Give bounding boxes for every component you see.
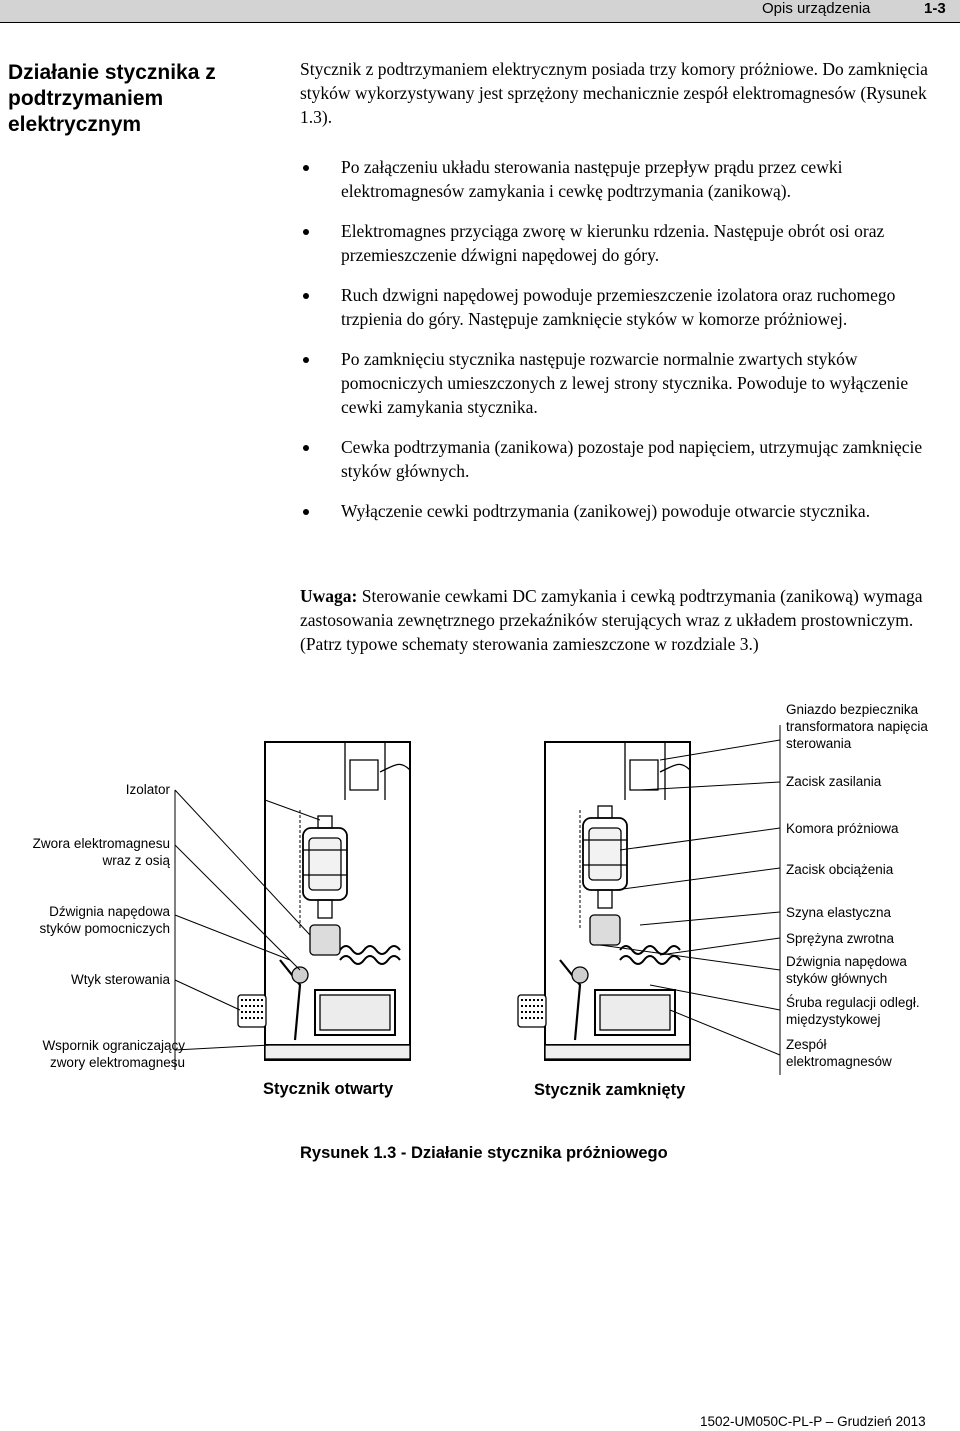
- label-szyna-elastyczna: Szyna elastyczna: [786, 905, 892, 920]
- closed-contactor-drawing: [517, 741, 691, 1061]
- caption-closed: Stycznik zamknięty: [534, 1081, 686, 1099]
- header-bar: [0, 0, 960, 22]
- bullet-item: Po załączeniu układu sterowania następuj…: [300, 155, 940, 203]
- caption-open: Stycznik otwarty: [263, 1080, 394, 1098]
- bullet-text: Ruch dzwigni napędowej powoduje przemies…: [341, 285, 896, 329]
- left-leader-lines: [174, 789, 311, 1070]
- bullet-dot-icon: [303, 509, 309, 515]
- bullet-item: Po zamknięciu stycznika następuje rozwar…: [300, 347, 940, 419]
- bullet-dot-icon: [303, 357, 309, 363]
- bullet-text: Po zamknięciu stycznika następuje rozwar…: [341, 349, 909, 417]
- header-title: Opis urządzenia: [762, 0, 871, 17]
- label-sruba-regulacji: Śruba regulacji odległ. międzystykowej: [786, 995, 920, 1027]
- note-label: Uwaga:: [300, 586, 358, 606]
- bullet-text: Wyłączenie cewki podtrzymania (zanikowej…: [341, 501, 871, 521]
- bullet-item: Elektromagnes przyciąga zworę w kierunku…: [300, 219, 940, 267]
- bullet-text: Elektromagnes przyciąga zworę w kierunku…: [341, 221, 885, 265]
- bullet-dot-icon: [303, 445, 309, 451]
- label-dzwignia-pomocniczych: Dźwignia napędowa styków pomocniczych: [39, 904, 170, 936]
- label-izolator: Izolator: [125, 782, 170, 797]
- label-zwora: Zwora elektromagnesu wraz z osią: [32, 836, 170, 868]
- open-contactor-drawing: [237, 741, 411, 1061]
- note-paragraph: Uwaga: Sterowanie cewkami DC zamykania i…: [300, 584, 940, 656]
- label-zespol-elektromagnesow: Zespół elektromagnesów: [786, 1037, 892, 1069]
- bullet-item: Wyłączenie cewki podtrzymania (zanikowej…: [300, 499, 940, 523]
- footer-doc-id: 1502-UM050C-PL-P – Grudzień 2013: [700, 1414, 926, 1429]
- bullet-dot-icon: [303, 293, 309, 299]
- bullet-dot-icon: [303, 165, 309, 171]
- figure-caption: Rysunek 1.3 - Działanie stycznika próżni…: [300, 1144, 668, 1162]
- label-wtyk-sterowania: Wtyk sterowania: [70, 972, 170, 987]
- header-rule: [0, 22, 960, 23]
- label-gniazdo: Gniazdo bezpiecznika transformatora napi…: [786, 702, 928, 751]
- note-text: Sterowanie cewkami DC zamykania i cewką …: [300, 586, 923, 654]
- label-zacisk-zasilania: Zacisk zasilania: [786, 774, 882, 789]
- right-leader-lines: [599, 725, 781, 1075]
- page-number: 1-3: [924, 0, 946, 17]
- bullet-text: Po załączeniu układu sterowania następuj…: [341, 157, 843, 201]
- bullet-list: Po załączeniu układu sterowania następuj…: [300, 155, 940, 539]
- intro-paragraph: Stycznik z podtrzymaniem elektrycznym po…: [300, 59, 928, 127]
- bullet-dot-icon: [303, 229, 309, 235]
- label-wspornik: Wspornik ograniczający zwory elektromagn…: [42, 1038, 185, 1070]
- bullet-item: Cewka podtrzymania (zanikowa) pozostaje …: [300, 435, 940, 483]
- bullet-item: Ruch dzwigni napędowej powoduje przemies…: [300, 283, 940, 331]
- label-komora-prozniowa: Komora próżniowa: [786, 821, 899, 836]
- label-dzwignia-glownych: Dźwignia napędowa styków głównych: [786, 954, 907, 986]
- bullet-text: Cewka podtrzymania (zanikowa) pozostaje …: [341, 437, 923, 481]
- label-sprezyna-zwrotna: Sprężyna zwrotna: [786, 931, 895, 946]
- section-title: Działanie stycznika z podtrzymaniem elek…: [8, 61, 216, 136]
- contactor-figure: [174, 725, 781, 1075]
- label-zacisk-obciazenia: Zacisk obciążenia: [786, 862, 894, 877]
